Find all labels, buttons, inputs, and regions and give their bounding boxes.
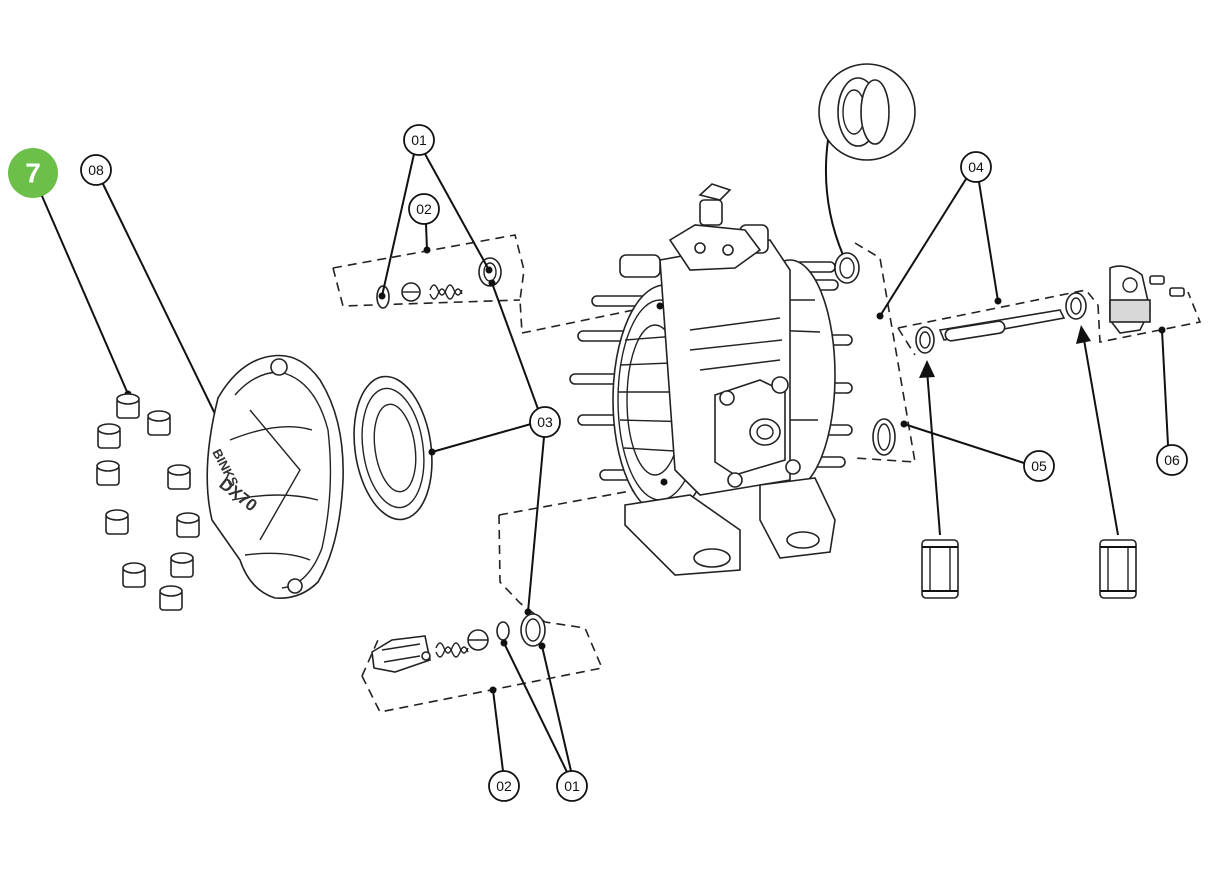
pump-center-body xyxy=(569,183,853,576)
callout-02-top: 02 xyxy=(408,193,440,225)
leader-dot xyxy=(488,279,496,287)
guide-cylinder-left xyxy=(921,539,959,599)
svg-text:06: 06 xyxy=(1164,452,1180,468)
leader-line-03-top xyxy=(491,282,539,410)
svg-text:02: 02 xyxy=(416,201,432,217)
fluid-cap-housing: BINKS DX70 xyxy=(206,354,344,599)
leader-dot xyxy=(876,312,884,320)
leader-dot xyxy=(485,266,493,274)
leader-line-7 xyxy=(41,195,129,395)
bushing xyxy=(167,464,191,490)
bushing xyxy=(176,512,200,538)
bushing xyxy=(147,410,171,436)
leader-line-02-bottom xyxy=(492,689,504,772)
seal-ring xyxy=(834,252,860,284)
bushing xyxy=(122,562,146,588)
leader-line-01-bottom-a xyxy=(503,642,568,773)
leader-dot xyxy=(1158,326,1166,334)
bushing xyxy=(159,585,183,611)
group-outline-bottom-valve xyxy=(361,489,637,713)
group-outline-right xyxy=(521,242,1202,463)
leader-dot xyxy=(656,302,664,310)
leader-line-06 xyxy=(1161,329,1169,446)
guide-cylinder-right xyxy=(1099,539,1137,599)
callout-06: 06 xyxy=(1156,444,1188,476)
svg-text:04: 04 xyxy=(968,159,984,175)
callout-03: 03 xyxy=(529,406,561,438)
svg-text:7: 7 xyxy=(25,158,41,189)
leader-dot xyxy=(423,246,431,254)
leader-dot xyxy=(900,420,908,428)
bushing-set xyxy=(96,393,200,611)
callout-02-bottom: 02 xyxy=(488,770,520,802)
bushing xyxy=(97,423,121,449)
item-number-badge: 7 xyxy=(8,148,58,198)
leader-line-08 xyxy=(102,183,218,419)
leader-line-05 xyxy=(903,423,1025,464)
bottom-valve-parts xyxy=(371,613,546,673)
shaft-assembly xyxy=(915,292,1087,354)
bushing xyxy=(170,552,194,578)
group-outline-top-valve xyxy=(332,234,525,334)
seal-detail-view xyxy=(818,63,916,256)
leader-dot xyxy=(428,448,436,456)
arrow-right-cylinder xyxy=(1076,325,1119,536)
bushing xyxy=(105,509,129,535)
leader-line-04-a xyxy=(879,178,967,317)
svg-text:08: 08 xyxy=(88,162,104,178)
callout-01-top: 01 xyxy=(403,124,435,156)
leader-dot xyxy=(994,297,1002,305)
leader-line-01-top-b xyxy=(424,153,490,271)
leader-dot xyxy=(660,478,668,486)
leader-dot xyxy=(489,686,497,694)
leader-dot xyxy=(378,292,386,300)
bushing xyxy=(96,460,120,486)
leader-dot xyxy=(500,639,508,647)
leader-line-01-bottom-b xyxy=(541,645,572,772)
arrow-left-cylinder xyxy=(919,360,941,536)
leader-line-01-top-a xyxy=(381,153,415,297)
svg-text:01: 01 xyxy=(564,778,580,794)
svg-text:03: 03 xyxy=(537,414,553,430)
leader-line-02-top xyxy=(425,223,428,251)
o-ring xyxy=(872,418,896,456)
callout-01-bottom: 01 xyxy=(556,770,588,802)
top-valve-parts xyxy=(376,257,502,309)
svg-text:02: 02 xyxy=(496,778,512,794)
leader-line-03-diaphragm xyxy=(431,423,532,453)
callout-04: 04 xyxy=(960,151,992,183)
diaphragm xyxy=(353,375,433,521)
bushing xyxy=(116,393,140,419)
leader-line-03-bottom xyxy=(527,436,545,613)
leader-dot xyxy=(538,642,546,650)
end-plate xyxy=(1109,265,1185,334)
svg-text:05: 05 xyxy=(1031,458,1047,474)
callout-05: 05 xyxy=(1023,450,1055,482)
leader-line-04-b xyxy=(978,181,999,302)
svg-text:01: 01 xyxy=(411,132,427,148)
callout-08: 08 xyxy=(80,154,112,186)
